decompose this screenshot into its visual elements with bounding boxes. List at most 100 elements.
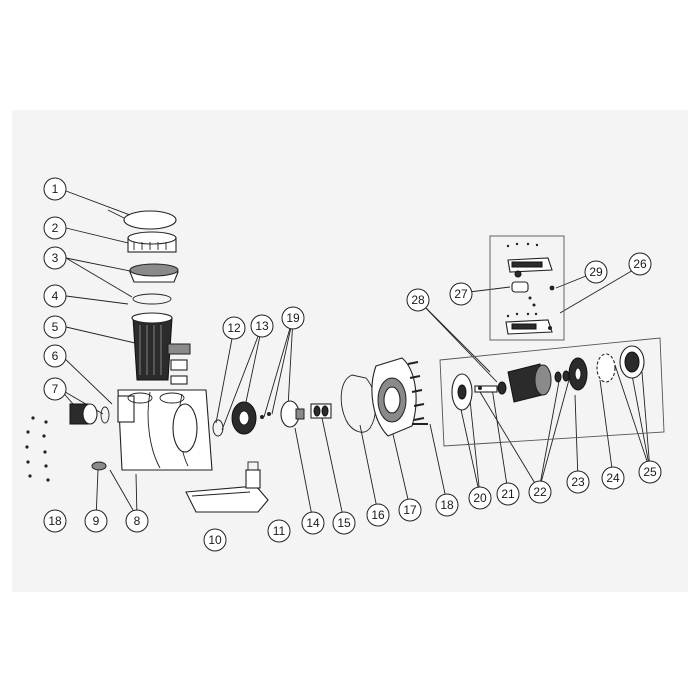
leader-lines bbox=[59, 190, 651, 522]
part-16-gasket bbox=[340, 374, 376, 433]
part-13-diffuser bbox=[231, 401, 257, 435]
callout-14: 14 bbox=[301, 511, 325, 535]
callout-circle bbox=[496, 482, 520, 506]
callout-circle bbox=[250, 314, 274, 338]
callout-circle bbox=[43, 284, 67, 308]
callout-circle bbox=[628, 252, 652, 276]
callout-circle bbox=[406, 288, 430, 312]
callout-number: 20 bbox=[473, 491, 487, 505]
callout-18: 18 bbox=[43, 509, 67, 533]
part-20-motor-flange bbox=[451, 373, 473, 411]
callout-circle bbox=[43, 509, 67, 533]
callout-20: 20 bbox=[468, 486, 492, 510]
callout-circle bbox=[43, 377, 67, 401]
callout-circle bbox=[398, 498, 422, 522]
callout-circle bbox=[584, 260, 608, 284]
callout-2: 2 bbox=[43, 216, 67, 240]
callout-circle bbox=[601, 466, 625, 490]
callout-16: 16 bbox=[366, 503, 390, 527]
callout-number: 19 bbox=[286, 311, 300, 325]
callout-circle bbox=[203, 528, 227, 552]
callout-number: 23 bbox=[571, 475, 585, 489]
part-23-end-bell bbox=[568, 357, 588, 391]
callout-circle bbox=[43, 216, 67, 240]
callout-25: 25 bbox=[638, 460, 662, 484]
callout-number: 28 bbox=[411, 293, 425, 307]
control-small-screws bbox=[506, 242, 552, 330]
callout-6: 6 bbox=[43, 344, 67, 368]
callout-15: 15 bbox=[332, 511, 356, 535]
callout-circle bbox=[84, 509, 108, 533]
part-22-bearings bbox=[497, 370, 570, 395]
part-7-union bbox=[69, 403, 110, 425]
part-29-screw bbox=[549, 285, 555, 291]
callout-circle bbox=[366, 503, 390, 527]
part-4-o-ring bbox=[132, 293, 172, 305]
callout-circle bbox=[435, 493, 459, 517]
callout-number: 1 bbox=[52, 182, 59, 196]
callout-circle bbox=[43, 177, 67, 201]
part-27-capacitor bbox=[511, 270, 529, 293]
callout-3: 3 bbox=[43, 246, 67, 270]
callout-circle bbox=[638, 460, 662, 484]
callout-circle bbox=[566, 470, 590, 494]
callout-number: 6 bbox=[52, 349, 59, 363]
part-12-o-ring bbox=[212, 419, 224, 437]
callout-number: 2 bbox=[52, 221, 59, 235]
callout-circle bbox=[528, 480, 552, 504]
callout-number: 27 bbox=[454, 287, 468, 301]
part-15-mechanical-seal bbox=[310, 403, 332, 419]
callout-number: 7 bbox=[52, 382, 59, 396]
part-26-control-parts bbox=[505, 257, 553, 335]
callout-circle bbox=[43, 315, 67, 339]
callout-number: 11 bbox=[273, 524, 286, 538]
callout-number: 8 bbox=[134, 514, 141, 528]
callout-12: 12 bbox=[222, 316, 246, 340]
callout-number: 9 bbox=[93, 514, 100, 528]
part-17-seal-plate bbox=[371, 357, 417, 437]
callout-circle bbox=[125, 509, 149, 533]
callout-17: 17 bbox=[398, 498, 422, 522]
callout-circle bbox=[222, 316, 246, 340]
part-rotor bbox=[507, 363, 552, 403]
callout-circle bbox=[281, 306, 305, 330]
callout-number: 29 bbox=[589, 265, 603, 279]
callout-13: 13 bbox=[250, 314, 274, 338]
callout-26: 26 bbox=[628, 252, 652, 276]
callout-number: 5 bbox=[52, 320, 59, 334]
part-19-seals bbox=[260, 412, 271, 419]
callout-10: 10 bbox=[203, 528, 227, 552]
callout-8: 8 bbox=[125, 509, 149, 533]
part-21-shaft bbox=[474, 385, 498, 393]
diagram-background bbox=[12, 110, 688, 592]
callout-22: 22 bbox=[528, 480, 552, 504]
part-1-handle-ring bbox=[107, 209, 177, 230]
callout-28: 28 bbox=[406, 288, 430, 312]
callout-circle bbox=[449, 282, 473, 306]
callout-number: 12 bbox=[227, 321, 241, 335]
part-2-lock-ring bbox=[127, 231, 177, 253]
callout-circle bbox=[267, 519, 291, 543]
part-14-impeller bbox=[280, 400, 305, 428]
callout-circle bbox=[301, 511, 325, 535]
motor-group-outline bbox=[439, 337, 665, 447]
callout-number: 13 bbox=[255, 319, 269, 333]
part-9-drain-plug bbox=[91, 461, 107, 471]
callout-number: 18 bbox=[48, 514, 62, 528]
callout-4: 4 bbox=[43, 284, 67, 308]
part-10-base bbox=[185, 461, 269, 513]
callout-number: 25 bbox=[643, 465, 657, 479]
part-5-strainer-basket bbox=[131, 312, 191, 385]
callout-number: 18 bbox=[440, 498, 454, 512]
callout-circle bbox=[468, 486, 492, 510]
callout-18: 18 bbox=[435, 493, 459, 517]
callout-5: 5 bbox=[43, 315, 67, 339]
callout-number: 26 bbox=[633, 257, 647, 271]
control-box-outline bbox=[489, 235, 565, 341]
callout-1: 1 bbox=[43, 177, 67, 201]
part-25-fan-cover bbox=[619, 345, 645, 379]
callout-29: 29 bbox=[584, 260, 608, 284]
